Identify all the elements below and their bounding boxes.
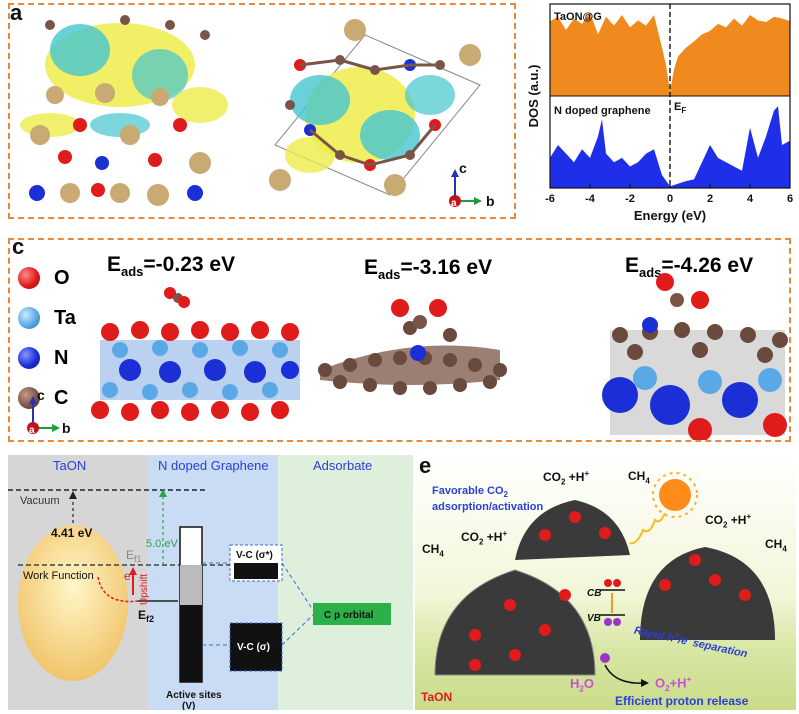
vacuum-label: Vacuum — [20, 495, 60, 507]
eads-label-3: Eads=-4.26 eV — [625, 254, 754, 281]
structure-n-graphene — [318, 299, 507, 395]
work-function-label: Work Function — [23, 570, 94, 582]
cp-orbital-label: C p orbital — [324, 610, 374, 621]
dos-ylabel: DOS (a.u.) — [526, 65, 541, 128]
o-atom-icon — [18, 267, 40, 289]
electron-label: e — [124, 569, 131, 583]
panel-a-structure: c a b — [20, 15, 495, 209]
taon-label-e: TaON — [421, 690, 453, 704]
o2h-label: O2+H+ — [655, 675, 692, 693]
col-taon: TaON — [53, 458, 86, 473]
fullerene-cage-right — [640, 547, 775, 640]
cb-label: CB — [587, 588, 602, 599]
sun-icon — [659, 479, 691, 511]
dos-area-n-graphene — [550, 106, 790, 188]
legend-ta-label: Ta — [54, 306, 76, 329]
charge-isosurface-left — [20, 23, 228, 137]
eads-label-2: Eads=-3.16 eV — [364, 256, 493, 283]
vb-label: VB — [587, 613, 601, 624]
legend-n-label: N — [54, 346, 69, 369]
x-tick-label: -2 — [625, 193, 635, 205]
panel-c-frame — [8, 238, 791, 442]
n-atom-icon — [18, 347, 40, 369]
ch4-label-2: CH4 — [422, 542, 444, 559]
photocatalysis-scene — [434, 472, 775, 687]
h2o-label: H2O — [570, 676, 594, 694]
structure-taon-slab — [91, 287, 300, 421]
panel-a-label: a — [10, 0, 23, 25]
ch4-label-3: CH4 — [765, 537, 787, 554]
active-v-label: (V) — [182, 701, 195, 710]
element-legend: O Ta N C — [18, 263, 98, 413]
co2-h-label-1: CO2 +H+ — [543, 469, 590, 487]
gap-energy: 5.0 eV — [146, 538, 178, 550]
ta-atom-icon — [18, 307, 40, 329]
axis-c-label-c: c — [37, 387, 45, 403]
co2-h-label-3: CO2 +H+ — [705, 512, 752, 530]
active-sites-label: Active sites — [166, 690, 222, 701]
fullerene-cage-left — [434, 569, 596, 676]
axis-b-label: b — [486, 193, 495, 209]
x-tick-label: 0 — [667, 193, 673, 205]
taon-sphere — [18, 525, 128, 681]
series-label-taon-g: TaON@G — [554, 11, 602, 23]
band-diagram: TaON N doped Graphene Adsorbate Vacuum 4… — [8, 455, 413, 710]
svg-text:Ef1: Ef1 — [126, 548, 142, 564]
axis-b-label-c: b — [62, 420, 71, 436]
ch4-label-1: CH4 — [628, 469, 650, 486]
eads-label-1: Eads=-0.23 eV — [107, 253, 236, 280]
legend-item-o: O — [18, 263, 98, 293]
axis-a-label: a — [451, 198, 457, 209]
axis-c-label: c — [459, 160, 467, 176]
favorable-label: Favorable CO2 adsorption/activation — [432, 485, 544, 514]
legend-item-ta: Ta — [18, 303, 98, 333]
upshift-label: Upshift — [139, 574, 150, 605]
axis-indicator-a: c a b — [449, 160, 495, 209]
fullerene-cage-mid — [515, 500, 630, 560]
axis-a-label-c: a — [29, 425, 35, 436]
col-graphene: N doped Graphene — [158, 458, 269, 473]
x-tick-label: -6 — [545, 193, 555, 205]
work-energy: 4.41 eV — [51, 526, 92, 540]
series-label-n-graphene: N doped graphene — [554, 105, 651, 117]
fermi-label: EF — [674, 101, 686, 115]
legend-c-label: C — [54, 386, 69, 409]
co2-h-label-2: CO2 +H+ — [461, 529, 508, 547]
panel-e-frame — [415, 455, 796, 710]
dos-area-taon-g — [550, 12, 790, 96]
legend-item-n: N — [18, 343, 98, 373]
panel-c-label: c — [12, 234, 25, 259]
panel-a-frame — [8, 3, 516, 219]
structure-interface-zoom — [602, 273, 788, 440]
atoms-left — [29, 15, 211, 206]
vc-bond-label: V-C (σ) — [237, 642, 270, 653]
panel-e-label: e — [419, 453, 432, 478]
legend-o-label: O — [54, 266, 70, 289]
dos-chart: -6 -4 -2 0 2 4 6 TaON@G N doped graphene EF DOS (a… — [522, 0, 799, 232]
axis-indicator-c: c a b — [27, 387, 71, 436]
svg-text:Ef2: Ef2 — [138, 608, 154, 624]
col-adsorbate: Adsorbate — [313, 458, 372, 473]
x-tick-label: 2 — [707, 193, 713, 205]
x-tick-label: 6 — [787, 193, 793, 205]
adsorption-structures: c a b — [27, 273, 788, 440]
efficient-label: Efficient proton release — [615, 694, 749, 708]
electron-markers — [469, 511, 751, 671]
dos-xlabel: Energy (eV) — [634, 208, 706, 223]
vc-antibond-label: V-C (σ*) — [236, 550, 273, 561]
unit-cell-right — [269, 19, 481, 196]
x-tick-label: 4 — [747, 193, 754, 205]
x-tick-label: -4 — [585, 193, 596, 205]
